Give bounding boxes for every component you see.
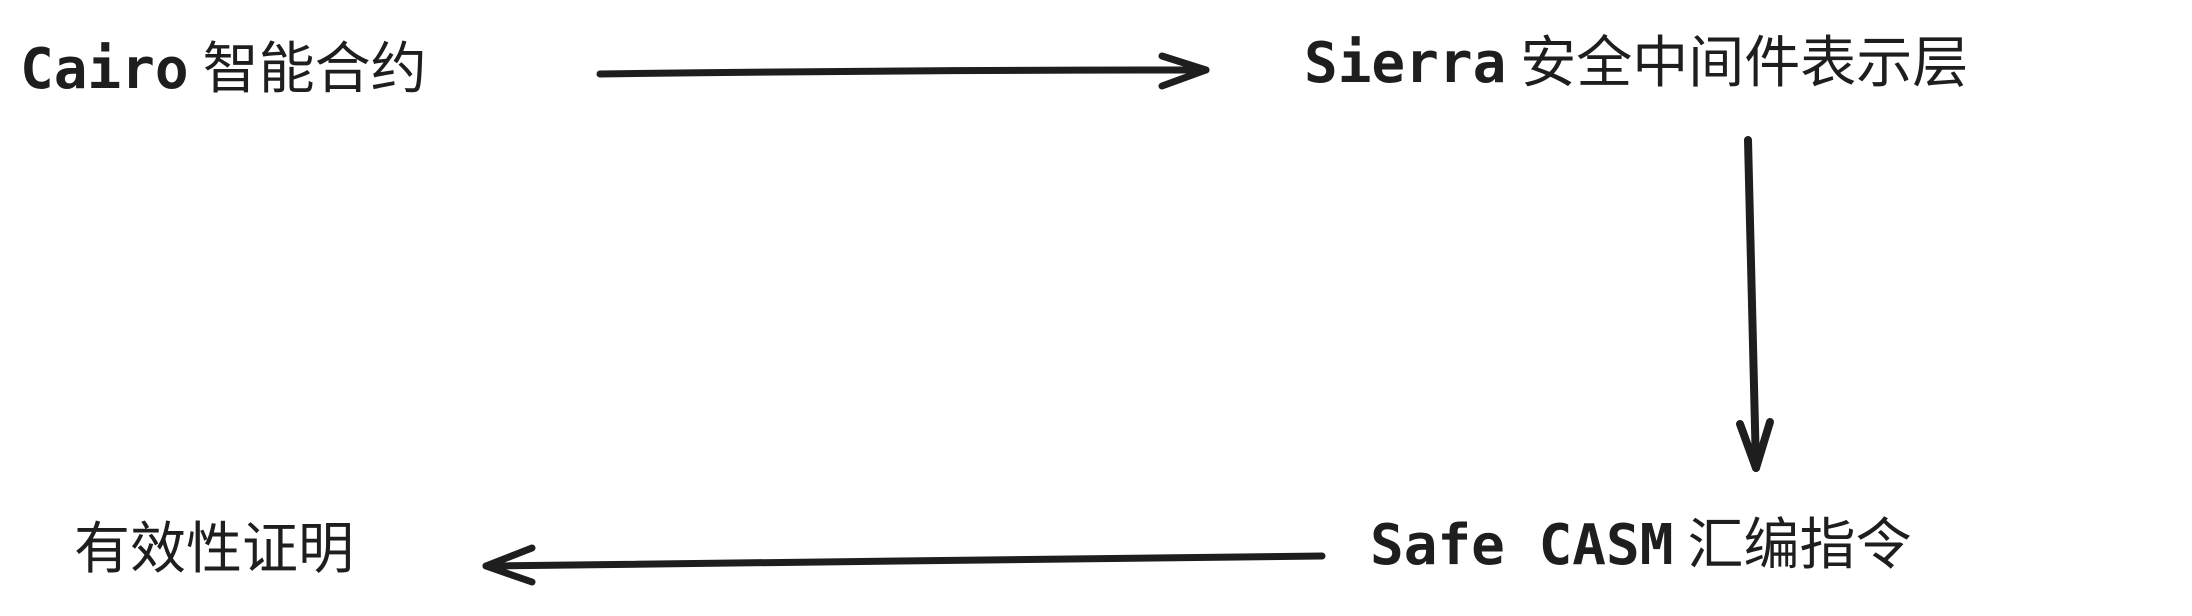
arrowhead — [1158, 52, 1210, 90]
node-text-label: 汇编指令 — [1687, 513, 1912, 578]
arrow-cairo-to-sierra — [596, 52, 1210, 90]
node-cairo-smart-contract: Cairo 智能合约 — [20, 42, 427, 98]
node-sierra-ir: Sierra 安全中间件表示层 — [1304, 36, 1968, 92]
node-text-label: 安全中间件表示层 — [1520, 31, 1969, 96]
arrowhead — [1736, 418, 1774, 472]
node-code-label: Safe CASM — [1370, 513, 1674, 578]
arrow-shaft — [482, 552, 1326, 570]
arrow-sierra-to-casm — [1736, 136, 1774, 472]
node-text-label: 智能合约 — [202, 37, 427, 102]
node-safe-casm: Safe CASM 汇编指令 — [1370, 518, 1911, 574]
arrowhead — [482, 544, 536, 586]
node-validity-proof: 有效性证明 — [74, 522, 354, 578]
arrow-shaft — [1744, 136, 1760, 472]
node-text-label: 有效性证明 — [74, 517, 354, 582]
node-code-label: Cairo — [20, 37, 189, 102]
arrow-casm-to-proof — [482, 544, 1326, 586]
node-code-label: Sierra — [1304, 31, 1507, 96]
arrow-shaft — [596, 66, 1210, 78]
